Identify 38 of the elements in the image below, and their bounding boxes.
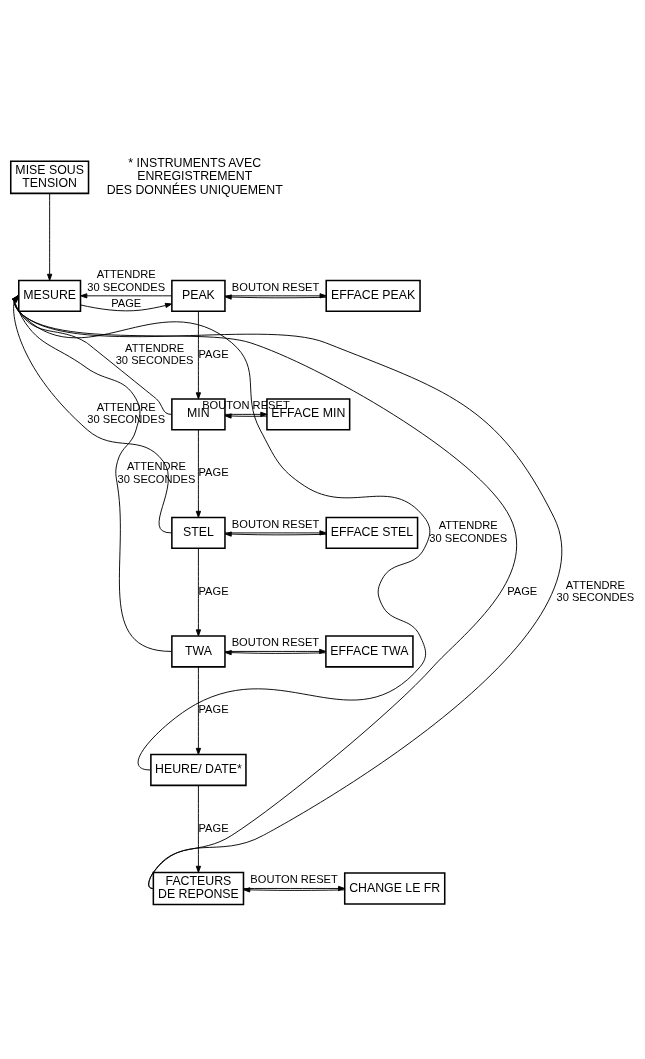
edge-label: PAGE [198, 584, 229, 597]
node-box: PEAK [171, 279, 226, 313]
node-box: MISE SOUS TENSION [10, 160, 90, 195]
arrow [195, 310, 202, 400]
arrow [80, 293, 173, 299]
node-box: EFFACE TWA [325, 635, 414, 668]
edge-label: BOUTON RESET [231, 517, 320, 530]
arrow [195, 547, 202, 637]
edge-label: PAGE [198, 821, 229, 834]
edge-label: PAGE [198, 703, 229, 716]
node-box: EFFACE PEAK [325, 279, 421, 313]
edge-label: BOUTON RESET [231, 636, 320, 649]
node-box: HEURE/ DATE* [150, 753, 247, 787]
edge-label: ATTENDRE 30 SECONDES [556, 578, 635, 604]
edge-label: PAGE [198, 347, 229, 360]
edge-label: ATTENDRE 30 SECONDES [429, 519, 508, 544]
arrow [12, 295, 172, 652]
arrow [12, 295, 431, 771]
edge-label: ATTENDRE 30 SECONDES [115, 341, 194, 366]
node-box: MESURE [18, 279, 82, 313]
node-box: FACTEURS DE REPONSE [152, 871, 245, 906]
arrow [195, 429, 202, 518]
node-box: TWA [171, 635, 226, 668]
node-box: CHANGE LE FR [343, 872, 446, 905]
edge-label: PAGE [198, 466, 229, 479]
edge-label: PAGE [111, 296, 142, 309]
arrow [47, 193, 53, 281]
edge-label: BOUTON RESET [250, 873, 338, 886]
label: * INSTRUMENTS AVEC ENREGISTREMENT DES DONNÉES UNIQUEMENT [106, 155, 283, 197]
arrow [195, 666, 202, 755]
arrow [12, 295, 172, 415]
node-box: EFFACE STEL [325, 516, 419, 550]
edge-label: BOUTON RESET [231, 280, 320, 293]
arrow [80, 302, 173, 312]
edge-label: ATTENDRE 30 SECONDES [87, 268, 166, 293]
node-box: STEL [171, 516, 226, 550]
arrow [195, 784, 202, 873]
edge-label: PAGE [507, 584, 538, 597]
